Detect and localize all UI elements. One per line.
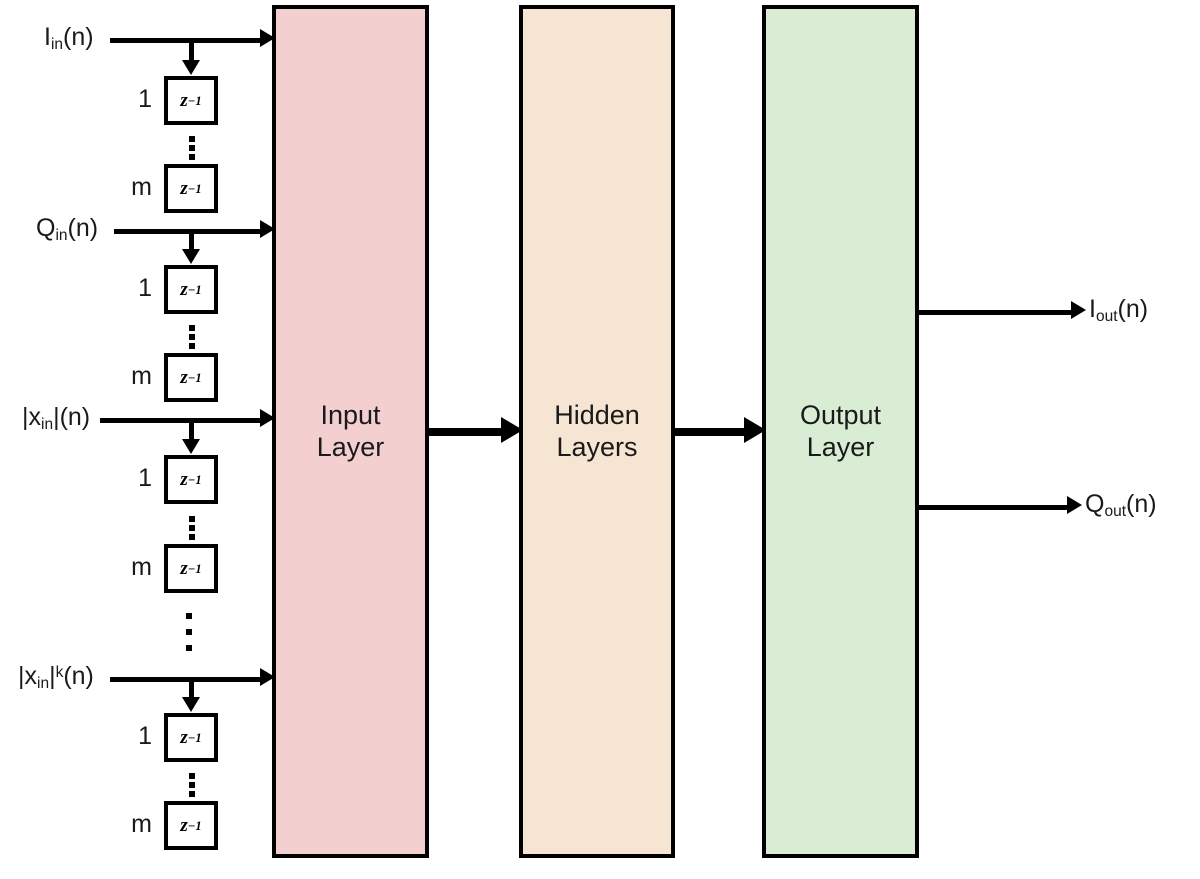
input-signal-label-i-in: Iin(n) [44, 23, 94, 54]
interlayer-line-hidden-to-output [673, 428, 746, 436]
input-feed-arrow-q-in [260, 220, 275, 238]
branch-drop-arrow-x-abs [182, 439, 200, 454]
layer-label-input-layer: Input Layer [316, 399, 385, 462]
branch-drop-arrow-i-in [182, 60, 200, 75]
input-feed-line-x-abs [100, 418, 262, 423]
layer-box-output-layer: Output Layer [762, 5, 919, 858]
tap-index-x-abs-1: m [131, 553, 152, 581]
tap-ellipsis-x-abs-k [188, 773, 196, 797]
delay-box-i-in-1: z−1 [164, 164, 218, 213]
tap-index-x-abs-k-0: 1 [138, 722, 152, 750]
branch-group-ellipsis [185, 613, 193, 651]
tap-index-q-in-0: 1 [138, 274, 152, 302]
delay-box-q-in-0: z−1 [164, 265, 218, 314]
output-signal-label-i-out: Iout(n) [1089, 295, 1149, 326]
input-feed-line-x-abs-k [110, 677, 262, 682]
delay-box-x-abs-k-0: z−1 [164, 713, 218, 762]
delay-box-q-in-1: z−1 [164, 353, 218, 402]
tap-index-x-abs-k-1: m [131, 810, 152, 838]
delay-box-i-in-0: z−1 [164, 76, 218, 125]
output-arrow-i-out [1071, 301, 1086, 319]
tap-index-x-abs-0: 1 [138, 464, 152, 492]
layer-box-input-layer: Input Layer [272, 5, 429, 858]
layer-label-output-layer: Output Layer [799, 399, 882, 462]
interlayer-arrow-input-to-hidden [501, 417, 523, 443]
output-line-i-out [917, 310, 1073, 315]
input-signal-label-q-in: Qin(n) [36, 214, 99, 245]
input-signal-label-x-abs: |xin|(n) [22, 403, 91, 434]
output-line-q-out [917, 505, 1069, 510]
branch-drop-line-q-in [189, 229, 194, 249]
output-signal-label-q-out: Qout(n) [1085, 490, 1157, 521]
input-feed-line-i-in [110, 38, 262, 43]
delay-box-x-abs-0: z−1 [164, 455, 218, 504]
branch-drop-line-x-abs-k [189, 677, 194, 697]
tap-ellipsis-q-in [188, 325, 196, 349]
delay-box-x-abs-1: z−1 [164, 544, 218, 593]
interlayer-line-input-to-hidden [427, 428, 503, 436]
layer-label-hidden-layers: Hidden Layers [554, 399, 640, 462]
output-arrow-q-out [1067, 496, 1082, 514]
input-feed-arrow-x-abs-k [260, 668, 275, 686]
input-signal-label-x-abs-k: |xin|k(n) [18, 662, 94, 693]
tap-index-i-in-0: 1 [138, 85, 152, 113]
branch-drop-arrow-q-in [182, 249, 200, 264]
input-feed-arrow-i-in [260, 29, 275, 47]
tap-index-i-in-1: m [131, 173, 152, 201]
input-feed-line-q-in [114, 229, 262, 234]
tap-ellipsis-x-abs [188, 516, 196, 540]
delay-box-x-abs-k-1: z−1 [164, 801, 218, 850]
branch-drop-line-i-in [189, 38, 194, 60]
interlayer-arrow-hidden-to-output [744, 417, 766, 443]
input-feed-arrow-x-abs [260, 409, 275, 427]
tap-ellipsis-i-in [188, 136, 196, 160]
layer-box-hidden-layers: Hidden Layers [519, 5, 675, 858]
branch-drop-line-x-abs [189, 418, 194, 439]
tap-index-q-in-1: m [131, 362, 152, 390]
branch-drop-arrow-x-abs-k [182, 697, 200, 712]
